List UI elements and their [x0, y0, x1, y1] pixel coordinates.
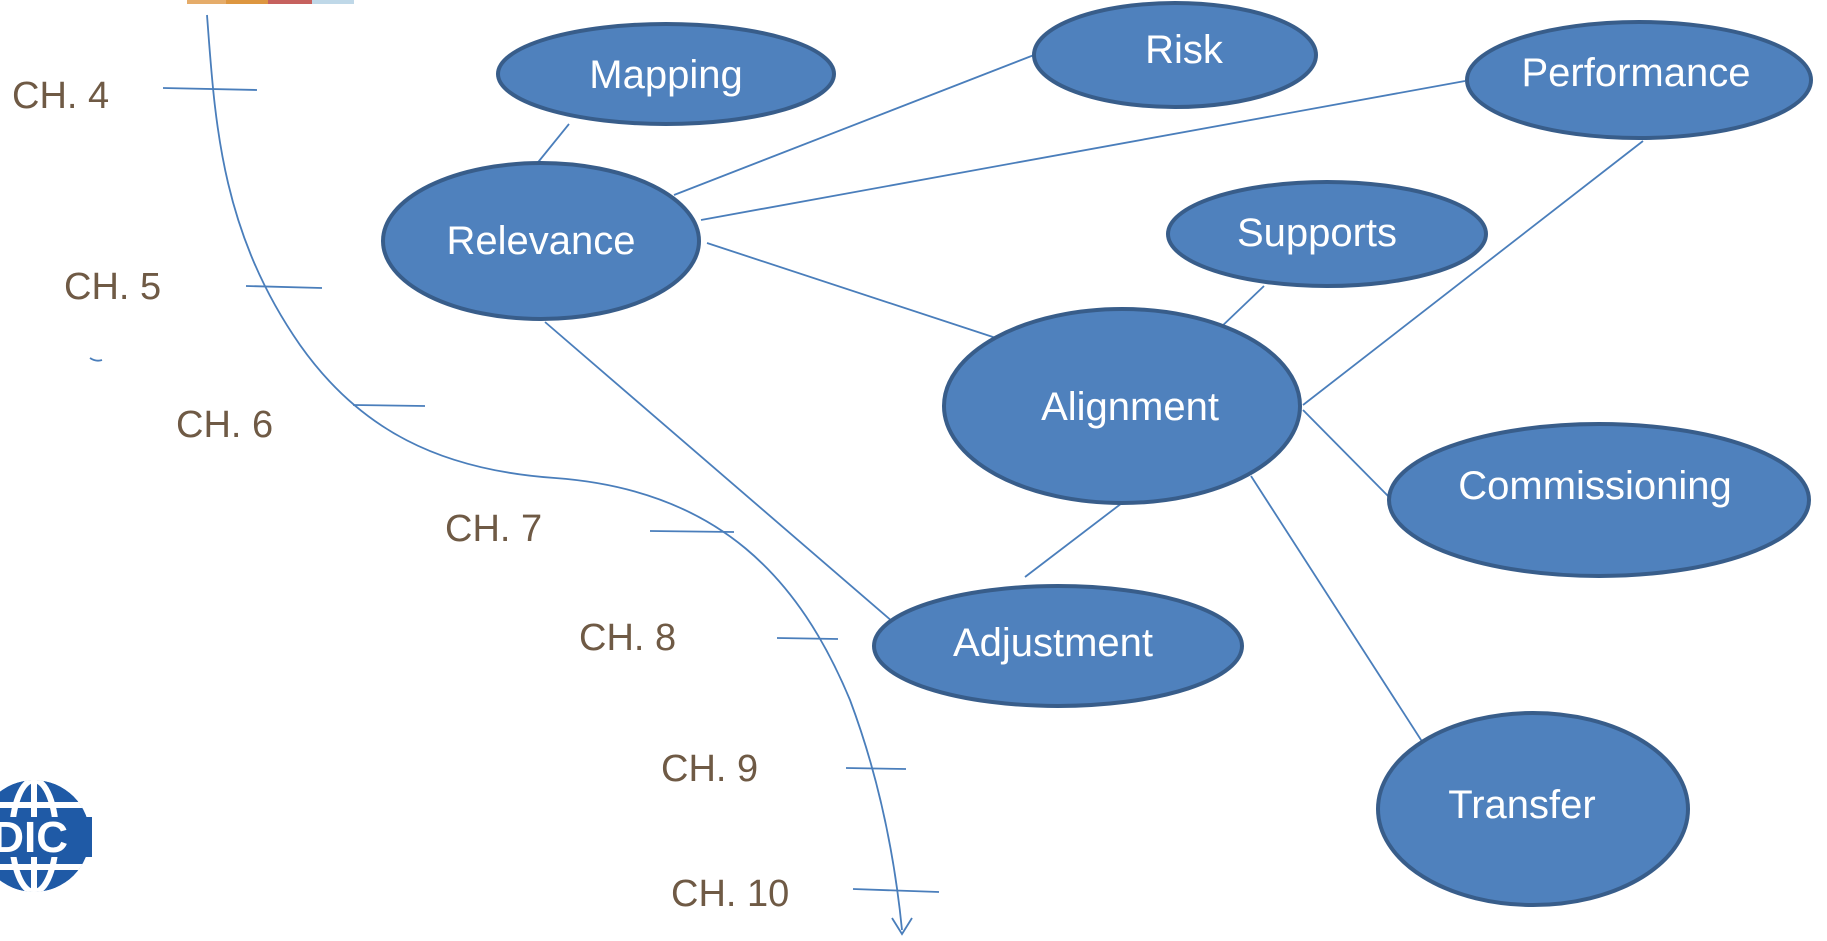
strip-segment-4: [312, 0, 354, 4]
node-alignment-shape: [942, 307, 1302, 505]
chapter-label-ch7: CH. 7: [445, 508, 542, 550]
logo-text-band: [0, 817, 92, 857]
timeline-small-mark: [89, 357, 103, 362]
strip-segment-2: [226, 0, 268, 4]
logo-text: IDIC: [0, 813, 68, 862]
edge-relevance-alignment: [706, 242, 997, 339]
node-alignment[interactable]: Alignment: [942, 307, 1302, 505]
edge-relevance-adjustment: [544, 321, 894, 623]
node-commissioning[interactable]: Commissioning: [1387, 422, 1811, 578]
chapter-label-ch6: CH. 6: [176, 404, 273, 446]
node-supports-label: Supports: [1237, 211, 1397, 255]
node-transfer-shape: [1376, 711, 1690, 907]
edge-alignment-adjustment: [1024, 502, 1123, 578]
node-commissioning-label: Commissioning: [1458, 464, 1731, 508]
chapter-label-ch5: CH. 5: [64, 266, 161, 308]
chapter-label-ch8: CH. 8: [579, 617, 676, 659]
node-mapping-label: Mapping: [589, 53, 742, 97]
edge-alignment-commissioning: [1302, 409, 1390, 498]
node-adjustment[interactable]: Adjustment: [872, 584, 1244, 708]
timeline-arrowhead: [891, 917, 913, 936]
timeline: CH. 4 CH. 5 CH. 6 CH. 7 CH. 8 CH. 9 CH. …: [12, 14, 940, 936]
idic-logo: IDIC: [0, 780, 92, 892]
tick-ch10: [852, 888, 940, 893]
node-adjustment-shape: [872, 584, 1244, 708]
strip-segment-1: [187, 0, 226, 4]
node-performance-shape: [1465, 20, 1813, 140]
node-performance-label: Performance: [1522, 51, 1751, 95]
tick-ch6: [352, 404, 426, 407]
node-supports[interactable]: Supports: [1166, 180, 1488, 288]
tick-ch7: [649, 530, 735, 533]
strip-segment-3: [268, 0, 312, 4]
node-alignment-label: Alignment: [1041, 385, 1219, 429]
edge-supports-alignment: [1218, 285, 1265, 330]
node-performance[interactable]: Performance: [1465, 20, 1813, 140]
edge-relevance-risk: [673, 54, 1035, 196]
node-relevance-shape: [381, 161, 701, 321]
edge-mapping-relevance: [534, 123, 570, 167]
node-relevance[interactable]: Relevance: [381, 161, 701, 321]
node-commissioning-shape: [1387, 422, 1811, 578]
chapter-label-ch9: CH. 9: [661, 748, 758, 790]
chapter-label-ch4: CH. 4: [12, 75, 109, 117]
node-risk-shape: [1032, 1, 1318, 109]
tick-ch4: [162, 87, 258, 91]
node-supports-shape: [1166, 180, 1488, 288]
tick-ch8: [776, 637, 839, 640]
node-transfer-label: Transfer: [1448, 783, 1595, 827]
concept-edges: [534, 54, 1644, 744]
edge-relevance-performance: [700, 80, 1466, 221]
node-mapping-shape: [496, 22, 836, 126]
node-risk[interactable]: Risk: [1032, 1, 1318, 109]
tick-ch9: [845, 767, 907, 770]
timeline-curve: [206, 14, 903, 931]
chapter-label-ch10: CH. 10: [671, 873, 789, 915]
node-transfer[interactable]: Transfer: [1376, 711, 1690, 907]
node-mapping[interactable]: Mapping: [496, 22, 836, 126]
node-risk-label: Risk: [1145, 28, 1224, 72]
top-color-strip: [187, 0, 354, 4]
edge-alignment-performance: [1302, 140, 1644, 406]
node-relevance-label: Relevance: [446, 219, 635, 263]
tick-ch5: [245, 285, 323, 289]
edge-alignment-transfer: [1250, 475, 1424, 744]
node-adjustment-label: Adjustment: [953, 621, 1153, 665]
